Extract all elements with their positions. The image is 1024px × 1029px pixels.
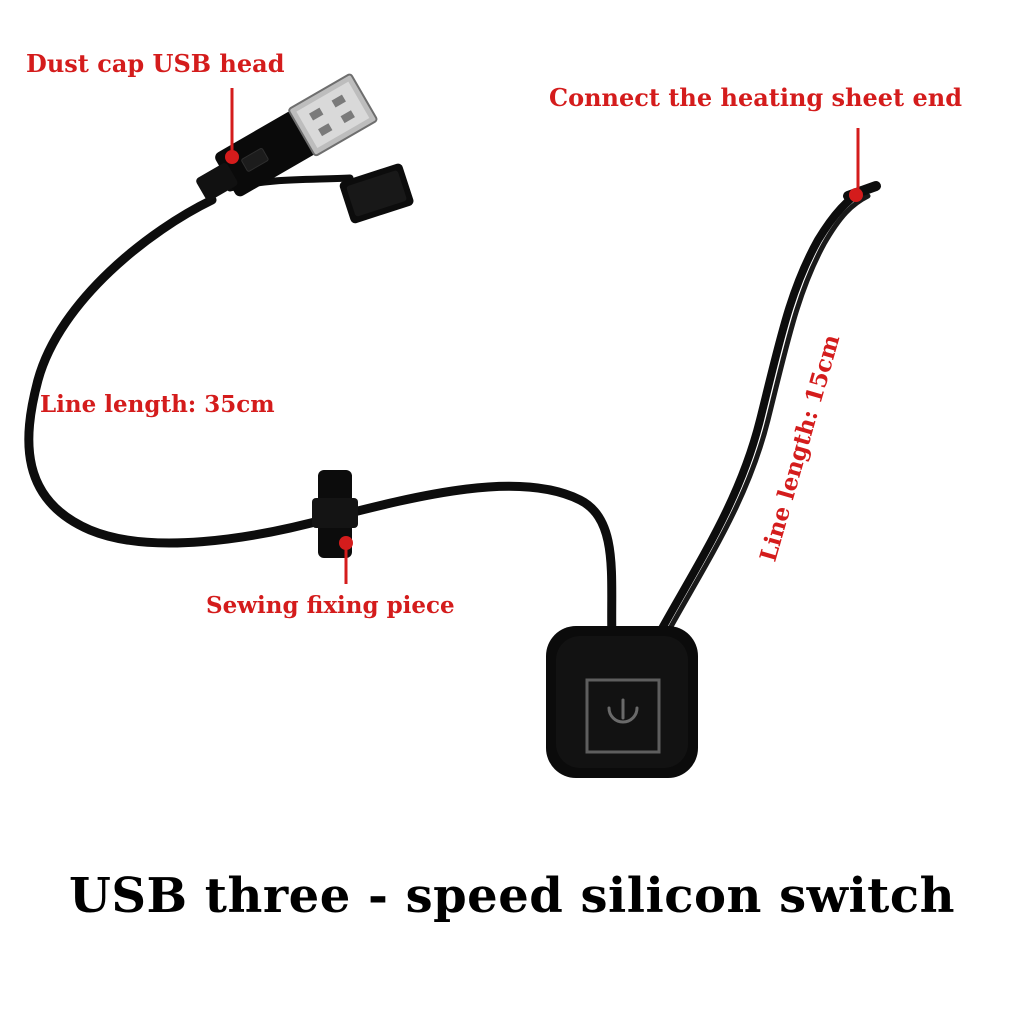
short-cable-strand [665,193,871,635]
dust-cap [339,163,414,224]
line-length-35-label: Line length: 35cm [40,391,275,418]
usb-head [196,73,378,201]
sewing-piece-label: Sewing fixing piece [206,592,455,619]
connect-end-dot [849,188,863,202]
dust-cap-dot [225,150,239,164]
sewing-dot [339,536,353,550]
product-caption: USB three - speed silicon switch [69,868,955,924]
connect-end-label: Connect the heating sheet end [549,83,962,112]
short-cable [656,186,866,636]
silicon-switch [546,626,698,778]
dust-cap-label: Dust cap USB head [26,49,285,78]
long-cable [24,195,617,645]
annotation-markers [225,88,863,584]
sewing-fixing-piece [312,470,358,558]
power-icon [607,698,639,724]
